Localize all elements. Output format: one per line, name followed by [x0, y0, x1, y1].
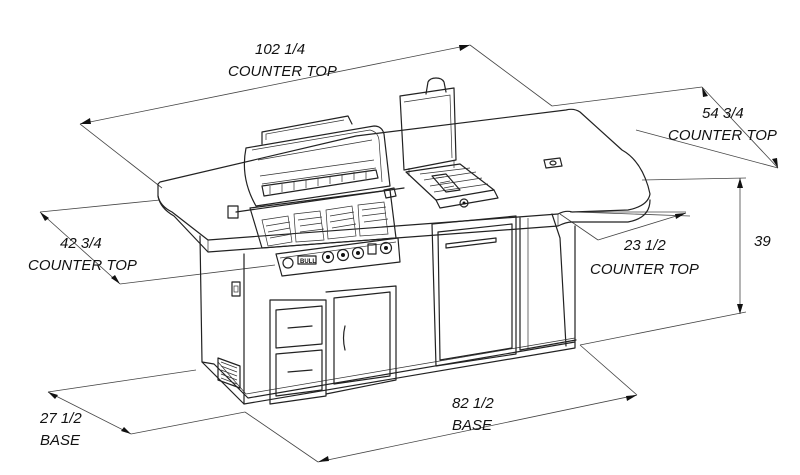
bar-depth-value: 23 1/2	[623, 237, 666, 254]
knob-icon	[379, 241, 393, 255]
top-right-value: 54 3/4	[702, 105, 744, 122]
fridge-handle	[445, 237, 497, 249]
side-burner	[399, 77, 499, 209]
vent-grille	[217, 357, 241, 389]
refrigerator	[431, 215, 517, 367]
cooking-grates	[249, 189, 397, 249]
base-depth-value: 27 1/2	[39, 410, 82, 427]
drawer-handle-bottom	[287, 369, 313, 373]
base-depth-unit: BASE	[40, 432, 81, 449]
burner-knobs	[282, 241, 393, 269]
access-door	[333, 291, 391, 385]
storage-doors	[269, 215, 517, 405]
door-handle	[342, 325, 346, 351]
island-body	[157, 108, 651, 405]
left-depth-unit: COUNTER TOP	[28, 257, 137, 274]
bar-depth-unit: COUNTER TOP	[590, 261, 699, 278]
rotisserie-rod	[235, 187, 405, 213]
knob-icon	[336, 248, 350, 262]
height-value: 39	[754, 233, 771, 250]
side-burner-lid	[399, 87, 457, 171]
drawer-top	[275, 305, 323, 349]
brand-badge: BULL	[300, 259, 316, 265]
top-width-unit: COUNTER TOP	[228, 63, 337, 80]
side-outlet	[231, 281, 241, 297]
grill-control-panel	[275, 237, 401, 277]
side-burner-knob-icon	[459, 198, 469, 208]
drawer-handle-top	[287, 325, 313, 329]
knob-icon	[321, 250, 335, 264]
counter-top	[157, 108, 651, 241]
drawer-bottom	[275, 349, 323, 397]
base-width-unit: BASE	[452, 417, 493, 434]
top-right-unit: COUNTER TOP	[668, 127, 777, 144]
dimension-labels: 102 1/4 COUNTER TOP 54 3/4 COUNTER TOP 4…	[28, 41, 777, 449]
umbrella-hole	[543, 157, 563, 169]
grill-lid	[243, 125, 391, 207]
knob-icon	[351, 246, 365, 260]
lid-handle	[261, 115, 353, 145]
left-depth-value: 42 3/4	[60, 235, 102, 252]
base-front	[243, 225, 576, 405]
knob-icon	[282, 257, 294, 269]
top-width-value: 102 1/4	[255, 41, 305, 58]
base-width-value: 82 1/2	[452, 395, 494, 412]
dimension-lines	[39, 44, 779, 463]
grill: BULL	[227, 115, 405, 277]
